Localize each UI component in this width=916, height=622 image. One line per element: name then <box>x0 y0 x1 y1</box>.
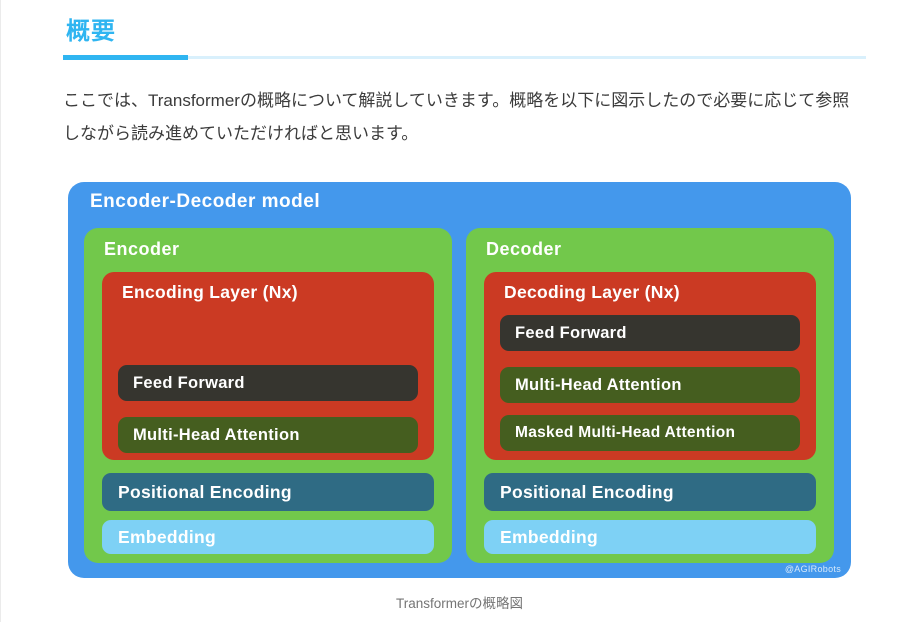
encoder-feed-forward-block: Feed Forward <box>118 365 418 401</box>
encoder-embedding-block: Embedding <box>102 520 434 554</box>
decoder-feed-forward-block: Feed Forward <box>500 315 800 351</box>
encoder-positional-encoding-block: Positional Encoding <box>102 473 434 511</box>
heading-underline-accent <box>63 55 188 60</box>
intro-paragraph: ここでは、Transformerの概略について解説していきます。概略を以下に図示… <box>63 91 850 143</box>
decoder-masked-multi-head-attention-block: Masked Multi-Head Attention <box>500 415 800 451</box>
encoder-multi-head-attention-block: Multi-Head Attention <box>118 417 418 453</box>
decoding-layer-box: Decoding Layer (Nx) Feed Forward Multi-H… <box>484 272 816 460</box>
section-heading: 概要 <box>66 18 116 45</box>
decoder-panel: Decoder Decoding Layer (Nx) Feed Forward… <box>466 228 834 563</box>
decoding-layer-title: Decoding Layer (Nx) <box>504 282 680 302</box>
encoder-panel: Encoder Encoding Layer (Nx) Feed Forward… <box>84 228 452 563</box>
heading-underline-track <box>188 56 866 59</box>
encoder-label: Encoder <box>104 239 180 259</box>
encoding-layer-box: Encoding Layer (Nx) Feed Forward Multi-H… <box>102 272 434 460</box>
transformer-diagram: Encoder-Decoder model Encoder Encoding L… <box>68 182 851 578</box>
diagram-title: Encoder-Decoder model <box>90 191 321 212</box>
decoder-positional-encoding-block: Positional Encoding <box>484 473 816 511</box>
figure-caption: Transformerの概略図 <box>395 596 523 611</box>
heading-underline <box>63 55 866 60</box>
watermark-credit: @AGIRobots <box>784 564 841 574</box>
page-left-border <box>0 0 1 622</box>
decoder-label: Decoder <box>486 239 562 259</box>
decoder-embedding-block: Embedding <box>484 520 816 554</box>
encoding-layer-title: Encoding Layer (Nx) <box>122 282 298 302</box>
decoder-multi-head-attention-block: Multi-Head Attention <box>500 367 800 403</box>
